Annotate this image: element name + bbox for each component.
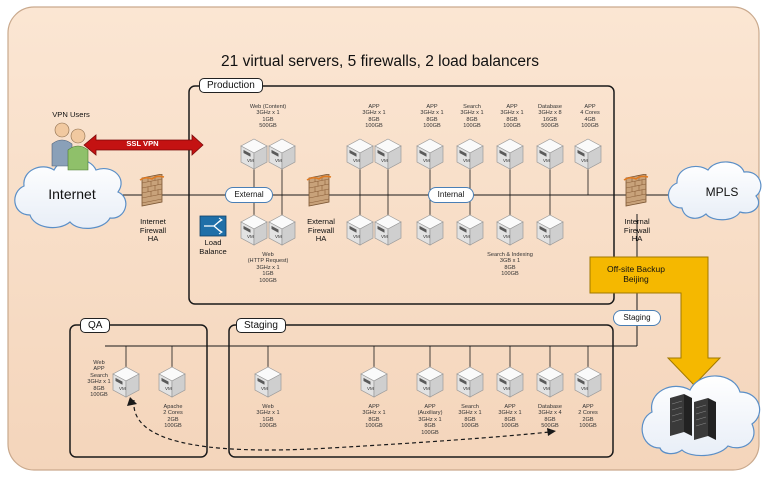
vpn-users-icon <box>51 122 89 171</box>
vpn-users-label: VPN Users <box>52 110 90 119</box>
server-drop-lines <box>125 168 589 368</box>
ssl-vpn-arrow <box>83 134 204 156</box>
vm-badge: VM <box>381 234 388 239</box>
internet-cloud <box>14 158 127 229</box>
internal-firewall-label: Internal Firewall HA <box>623 217 651 244</box>
offsite-backup-label: Off-site Backup Beijing <box>607 264 665 284</box>
external-network-pill: External <box>225 187 273 203</box>
load-balancer-icon <box>199 215 227 237</box>
load-balance-label: Load Balance <box>199 238 227 256</box>
vm-badge: VM <box>381 158 388 163</box>
production-search-indexing-spec: Search & Indexing 3GB x 1 8GB 100GB <box>487 252 533 278</box>
vm-badge: VM <box>119 386 126 391</box>
production-top-server-spec: Search 3GHz x 1 8GB 100GB <box>460 104 484 130</box>
vm-badge: VM <box>275 234 282 239</box>
staging-server-spec: APP 3GHz x 1 8GB 100GB <box>498 404 522 430</box>
staging-server-spec: APP 2 Cores 2GB 100GB <box>578 404 598 430</box>
internal-network-pill: Internal <box>428 187 474 203</box>
vm-badge: VM <box>423 234 430 239</box>
vm-badge: VM <box>543 386 550 391</box>
vm-badge: VM <box>247 158 254 163</box>
mpls-cloud <box>668 161 762 221</box>
beijing-datacenter-cloud <box>641 375 761 457</box>
vm-badge: VM <box>463 158 470 163</box>
vm-badge: VM <box>353 234 360 239</box>
vm-badge: VM <box>503 158 510 163</box>
vm-badge: VM <box>165 386 172 391</box>
staging-server-spec: Database 3GHz x 4 8GB 500GB <box>538 404 562 430</box>
production-web-http-spec: Web (HTTP Request) 3GHz x 1 1GB 100GB <box>247 252 289 284</box>
offsite-backup-arrow <box>589 256 722 386</box>
staging-network-pill: Staging <box>613 310 661 326</box>
qa-web-app-search-spec: Web APP Search 3GHz x 1 8GB 100GB <box>87 360 111 399</box>
vm-badge: VM <box>581 386 588 391</box>
production-top-server-spec: APP 3GHz x 1 8GB 100GB <box>500 104 524 130</box>
vm-badge: VM <box>367 386 374 391</box>
staging-panel-label: Staging <box>236 318 286 333</box>
qa-panel-label: QA <box>80 318 111 333</box>
qa-panel <box>69 324 208 458</box>
diagram-title: 21 virtual servers, 5 firewalls, 2 load … <box>221 53 539 70</box>
staging-server-spec: APP (Auxiliary) 3GHz x 1 8GB 100GB <box>417 404 443 436</box>
vm-badge: VM <box>543 158 550 163</box>
internal-firewall-icon <box>623 174 649 207</box>
virtual-servers: VM VM VM VM VM VM VM VM VM VM VM VM VM VM VM VM VM VM VM VM… <box>112 138 602 398</box>
production-top-server-spec: APP 3GHz x 1 8GB 100GB <box>362 104 386 130</box>
external-firewall-label: External Firewall HA <box>307 217 335 244</box>
internet-firewall-label: Internet Firewall HA <box>139 217 167 244</box>
production-top-server-spec: Database 3GHz x 8 16GB 500GB <box>538 104 562 130</box>
production-top-server-spec: APP 4 Cores 4GB 100GB <box>580 104 600 130</box>
staging-server-spec: Web 3GHz x 1 1GB 100GB <box>256 404 280 430</box>
vm-badge: VM <box>581 158 588 163</box>
internet-label: Internet <box>48 186 96 202</box>
vm-badge: VM <box>353 158 360 163</box>
vm-badge: VM <box>247 234 254 239</box>
production-top-server-spec: APP 3GHz x 1 8GB 100GB <box>420 104 444 130</box>
staging-panel <box>228 324 614 458</box>
production-top-server-spec: Web (Content) 3GHz x 1 1GB 500GB <box>249 104 287 130</box>
vm-badge: VM <box>503 386 510 391</box>
staging-server-spec: Search 3GHz x 1 8GB 100GB <box>458 404 482 430</box>
mpls-label: MPLS <box>705 185 739 199</box>
rack-icon <box>670 394 716 440</box>
ssl-vpn-label: SSL VPN <box>126 139 159 148</box>
vm-badge: VM <box>423 386 430 391</box>
external-firewall-icon <box>306 174 332 207</box>
qa-apache-spec: Apache 2 Cores 2GB 100GB <box>163 404 183 430</box>
vm-badge: VM <box>543 234 550 239</box>
production-panel-label: Production <box>199 78 263 93</box>
vm-badge: VM <box>275 158 282 163</box>
vm-badge: VM <box>261 386 268 391</box>
staging-server-spec: APP 3GHz x 1 8GB 100GB <box>362 404 386 430</box>
vm-badge: VM <box>423 158 430 163</box>
vm-badge: VM <box>463 386 470 391</box>
qa-staging-sync-arrow <box>133 399 551 451</box>
internet-firewall-icon <box>139 174 165 207</box>
vm-badge: VM <box>503 234 510 239</box>
vm-badge: VM <box>463 234 470 239</box>
